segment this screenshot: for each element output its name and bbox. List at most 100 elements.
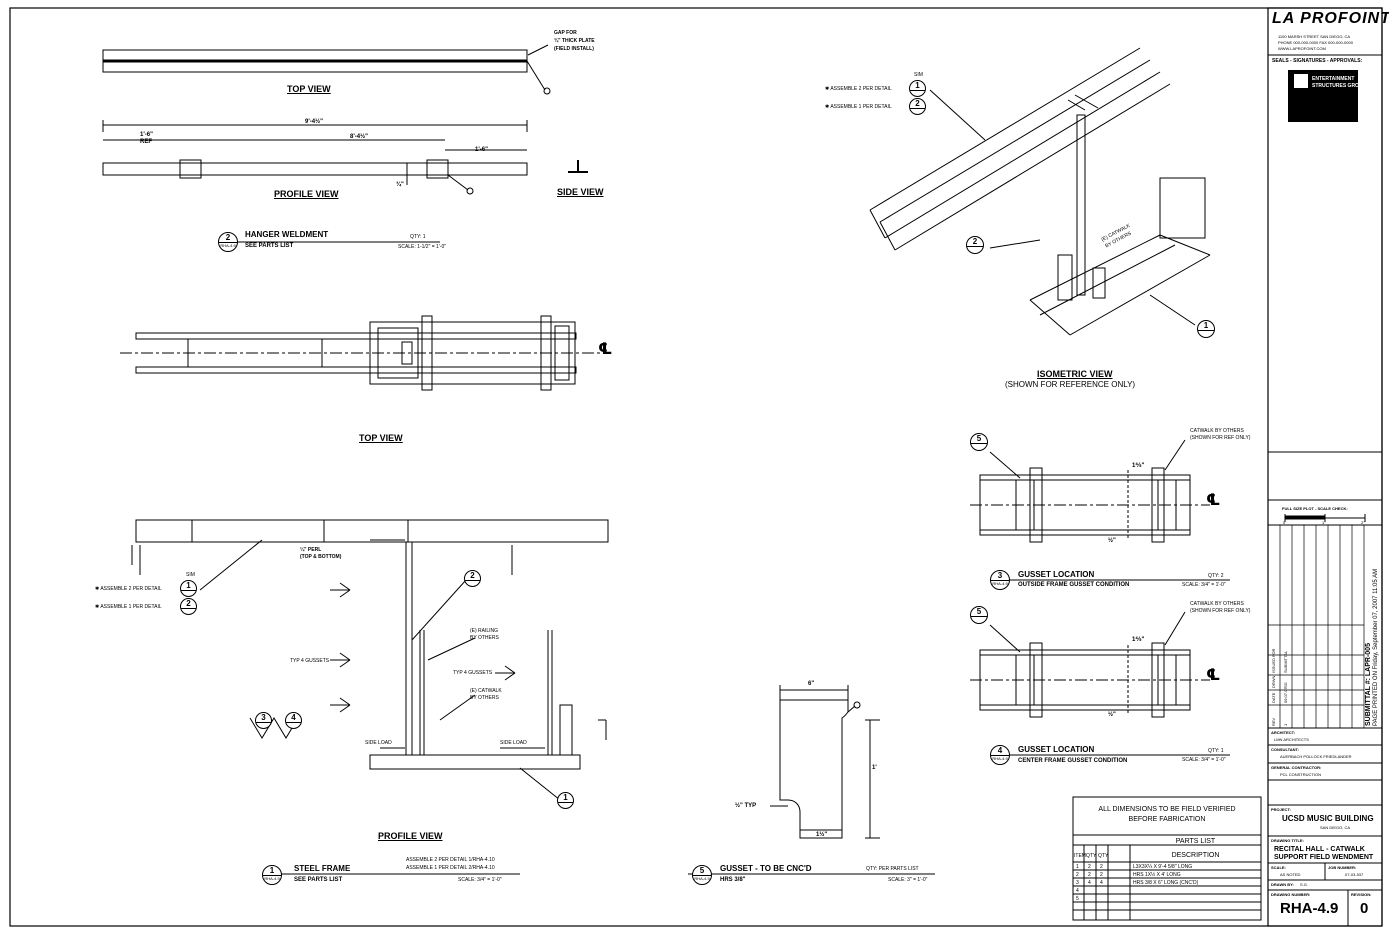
gl4-bubble-5: 5 bbox=[970, 606, 988, 624]
architect-label: ARCHITECT: bbox=[1271, 730, 1295, 735]
parts-row-1-qty2: 2 bbox=[1100, 864, 1103, 870]
side-load-right: SIDE LOAD bbox=[500, 740, 527, 746]
parts-row-1-qty1: 2 bbox=[1088, 864, 1091, 870]
revision-label: REVISION: bbox=[1351, 892, 1372, 897]
scale-label: SCALE: bbox=[1271, 865, 1286, 870]
hanger-side-view-title: SIDE VIEW bbox=[557, 187, 604, 197]
weld-bubble-b: 4 bbox=[285, 712, 302, 729]
rev-row-rev: 1 bbox=[1283, 723, 1288, 726]
scale-tick-2: 2" bbox=[1361, 520, 1365, 525]
seals-label: SEALS - SIGNATURES - APPROVALS: bbox=[1272, 58, 1363, 64]
railing-note-2: BY OTHERS bbox=[470, 635, 499, 641]
drawn-label: DRAWN BY: bbox=[1271, 882, 1294, 887]
parts-header-item: ITEM bbox=[1074, 853, 1086, 859]
submittal-number: SUBMITTAL #: LAPR-005 bbox=[1365, 643, 1372, 726]
parts-header-description: DESCRIPTION bbox=[1171, 852, 1220, 859]
parts-row-4-item: 4 bbox=[1076, 888, 1079, 894]
rev-header-drwn: DRWN bbox=[1271, 675, 1276, 688]
rev-header-date: DATE bbox=[1271, 692, 1276, 703]
parts-row-2-qty1: 2 bbox=[1088, 872, 1091, 878]
hanger-profile-view-title: PROFILE VIEW bbox=[274, 189, 339, 199]
gl3-dim-b: ½" bbox=[1108, 538, 1116, 544]
parts-header-qty1: QTY bbox=[1086, 853, 1097, 859]
gusset-width-dim: 6" bbox=[808, 681, 815, 687]
parts-list-title: PARTS LIST bbox=[1175, 838, 1216, 845]
iso-assemble-2: ✱ ASSEMBLE 2 PER DETAIL bbox=[825, 86, 892, 92]
parts-row-2-desc: HRS 1X½ X 4' LONG bbox=[1133, 872, 1181, 878]
rev-row-issued: SUBMITTAL bbox=[1283, 650, 1288, 673]
field-verify-line2: BEFORE FABRICATION bbox=[1128, 816, 1206, 823]
drawing-title-label: DRAWING TITLE: bbox=[1271, 838, 1304, 843]
stamp-title-2: STRUCTURES GROUP bbox=[1312, 83, 1366, 89]
architect-value: LMN ARCHITECTS bbox=[1274, 737, 1309, 742]
gl3-dim-a: 1⅘" bbox=[1132, 463, 1145, 469]
revision-value: 0 bbox=[1360, 900, 1369, 917]
gl4-catwalk-ref-1: CATWALK BY OTHERS bbox=[1190, 601, 1244, 607]
parts-row-5-item: 5 bbox=[1076, 896, 1079, 902]
gl4-dim-a: 1⅘" bbox=[1132, 637, 1145, 643]
job-label: JOB NUMBER: bbox=[1328, 865, 1357, 870]
sim-bubble-a: 1 bbox=[180, 580, 197, 597]
detail-2-title: HANGER WELDMENT bbox=[245, 230, 329, 239]
parts-row-2-qty2: 2 bbox=[1100, 872, 1103, 878]
gusset-base-dim: 1½" bbox=[816, 832, 828, 838]
scale-tick-1: 1" bbox=[1322, 520, 1326, 525]
isometric-view-subtitle: (SHOWN FOR REFERENCE ONLY) bbox=[1005, 380, 1136, 389]
gl3-catwalk-ref-2: (SHOWN FOR REF ONLY) bbox=[1190, 435, 1251, 441]
dim-inner: 8'-4½" bbox=[350, 134, 368, 140]
dim-small: ¾" bbox=[396, 182, 404, 188]
iso-bubble-2: 2 bbox=[966, 236, 984, 254]
frame-top-view-title: TOP VIEW bbox=[359, 433, 403, 443]
dim-left: 1'-6" bbox=[140, 132, 153, 138]
centerline-symbol: ℄ bbox=[598, 341, 613, 358]
company-line-2: PHONE 000-000-0000 FAX 000-000-0000 bbox=[1278, 40, 1353, 45]
catwalk-note-1: (E) CATWALK bbox=[470, 688, 502, 694]
dim-left-ref: REF bbox=[140, 139, 152, 145]
drawn-value: S.G. bbox=[1300, 882, 1309, 887]
iso-sim-bubble-b: 2 bbox=[909, 98, 926, 115]
dim-right: 1'-6" bbox=[475, 147, 488, 153]
hanger-top-view-title: TOP VIEW bbox=[287, 84, 331, 94]
drawing-title-line1: RECITAL HALL - CATWALK bbox=[1274, 846, 1365, 853]
side-load-left: SIDE LOAD bbox=[365, 740, 392, 746]
gap-note-line1: GAP FOR bbox=[554, 30, 577, 36]
isometric-view-title: ISOMETRIC VIEW bbox=[1037, 369, 1113, 379]
gl4-catwalk-ref-2: (SHOWN FOR REF ONLY) bbox=[1190, 608, 1251, 614]
parts-row-3-qty2: 4 bbox=[1100, 880, 1103, 886]
rev-header-issued: ISSUED FOR bbox=[1271, 648, 1276, 673]
full-size-label: FULL SIZE PLOT - SCALE CHECK: bbox=[1282, 506, 1348, 511]
parts-row-3-desc: HRS 3/8 X 6" LONG (CNC'D) bbox=[1133, 880, 1199, 886]
detail-3-subtitle: OUTSIDE FRAME GUSSET CONDITION bbox=[1018, 582, 1130, 588]
company-line-3: WWW.LAPROFOINT.COM bbox=[1278, 46, 1326, 51]
assemble-1-callout: ✱ ASSEMBLE 1 PER DETAIL bbox=[95, 604, 162, 610]
consultant-value: AUERBACH POLLOCK FRIEDLANDER bbox=[1280, 754, 1352, 759]
assemble-2-callout: ✱ ASSEMBLE 2 PER DETAIL bbox=[95, 586, 162, 592]
company-logo: LA PROFOINT bbox=[1272, 10, 1389, 27]
page-printed: PAGE PRINTED ON Friday, September 07, 20… bbox=[1373, 568, 1379, 726]
rev-row-date: 09.07.07 bbox=[1283, 687, 1288, 703]
project-value: UCSD MUSIC BUILDING bbox=[1282, 814, 1374, 823]
field-verify-line1: ALL DIMENSIONS TO BE FIELD VERIFIED bbox=[1098, 806, 1236, 813]
detail-1-subtitle: SEE PARTS LIST bbox=[294, 877, 343, 883]
consultant-label: CONSULTANT: bbox=[1271, 747, 1299, 752]
iso-sim-label: SIM bbox=[914, 72, 923, 78]
weld-bubble-a: 3 bbox=[255, 712, 272, 729]
gusset-typ-dim: ½" TYP bbox=[735, 803, 757, 809]
gl3-bubble-5: 5 bbox=[970, 433, 988, 451]
detail-3-scale: SCALE: 3/4" = 1'-0" bbox=[1182, 582, 1226, 588]
rev-row-drwn: SG bbox=[1283, 682, 1288, 688]
detail-1-qty1: ASSEMBLE 2 PER DETAIL 1/RHA-4.10 bbox=[406, 857, 495, 863]
catwalk-note-2: BY OTHERS bbox=[470, 695, 499, 701]
detail-2-subtitle: SEE PARTS LIST bbox=[245, 243, 294, 249]
detail-5-subtitle: HRS 3/8" bbox=[720, 877, 746, 883]
company-line-1: 1100 MARSH STREET SAN DIEGO, CA bbox=[1278, 34, 1351, 39]
callout-bubble-2: 2 bbox=[464, 570, 481, 587]
detail-5-qty: QTY: PER PARTS LIST bbox=[866, 866, 919, 872]
detail-3-title: GUSSET LOCATION bbox=[1018, 570, 1095, 579]
parts-row-3-item: 3 bbox=[1076, 880, 1079, 886]
drawing-title-line2: SUPPORT FIELD WENDMENT bbox=[1274, 854, 1374, 861]
detail-4-qty: QTY: 1 bbox=[1208, 748, 1224, 754]
